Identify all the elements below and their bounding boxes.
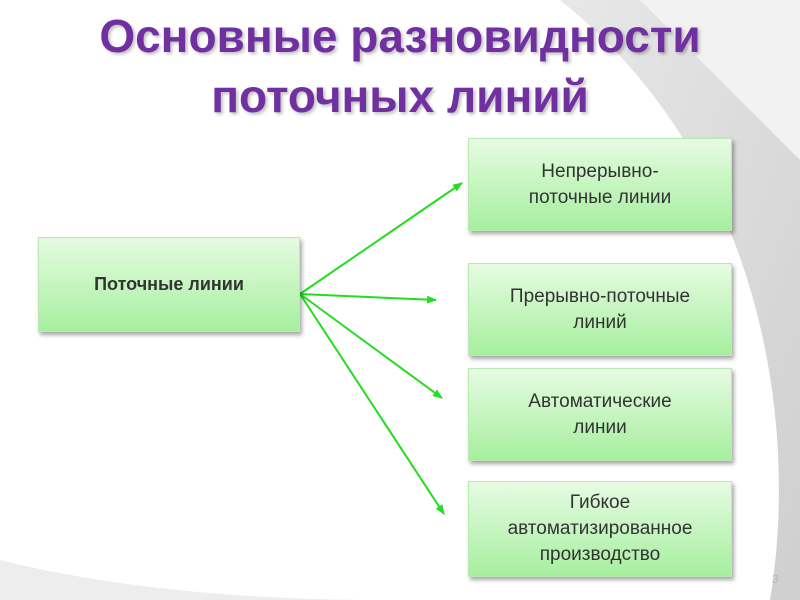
target-box-label-line: Гибкое xyxy=(569,492,631,513)
target-box-flexible-automated: Гибкое автоматизированное производство xyxy=(468,481,732,577)
target-box-automatic: Автоматические линии xyxy=(468,368,732,461)
title-line-2: поточных линий xyxy=(211,70,589,122)
target-box-label-line: поточные линии xyxy=(528,186,672,208)
target-box-label-line: производство xyxy=(539,544,661,565)
target-box-label-line: автоматизированное xyxy=(507,518,693,539)
target-box-label-line: линий xyxy=(573,311,627,333)
source-box-label: Поточные линии xyxy=(94,274,244,294)
source-box-flow-lines: Поточные линии xyxy=(38,237,300,332)
target-box-label-line: Автоматические xyxy=(528,390,672,412)
target-box-label-line: линии xyxy=(573,416,627,438)
target-box-label-line: Непрерывно- xyxy=(541,160,659,182)
title-line-1: Основные разновидности xyxy=(99,10,701,62)
target-box-intermittent-flow: Прерывно-поточные линий xyxy=(468,263,732,356)
target-box-label-line: Прерывно-поточные xyxy=(509,285,691,307)
arrow-to-automatic xyxy=(299,293,443,399)
arrow-to-intermittent xyxy=(299,293,437,304)
target-box-continuous-flow: Непрерывно- поточные линии xyxy=(468,138,732,231)
page-title: Основные разновидности поточных линий xyxy=(0,6,800,126)
arrow-to-continuous xyxy=(299,182,463,295)
slide-page-number: 3 xyxy=(772,572,779,586)
arrow-to-flexible xyxy=(299,293,445,515)
